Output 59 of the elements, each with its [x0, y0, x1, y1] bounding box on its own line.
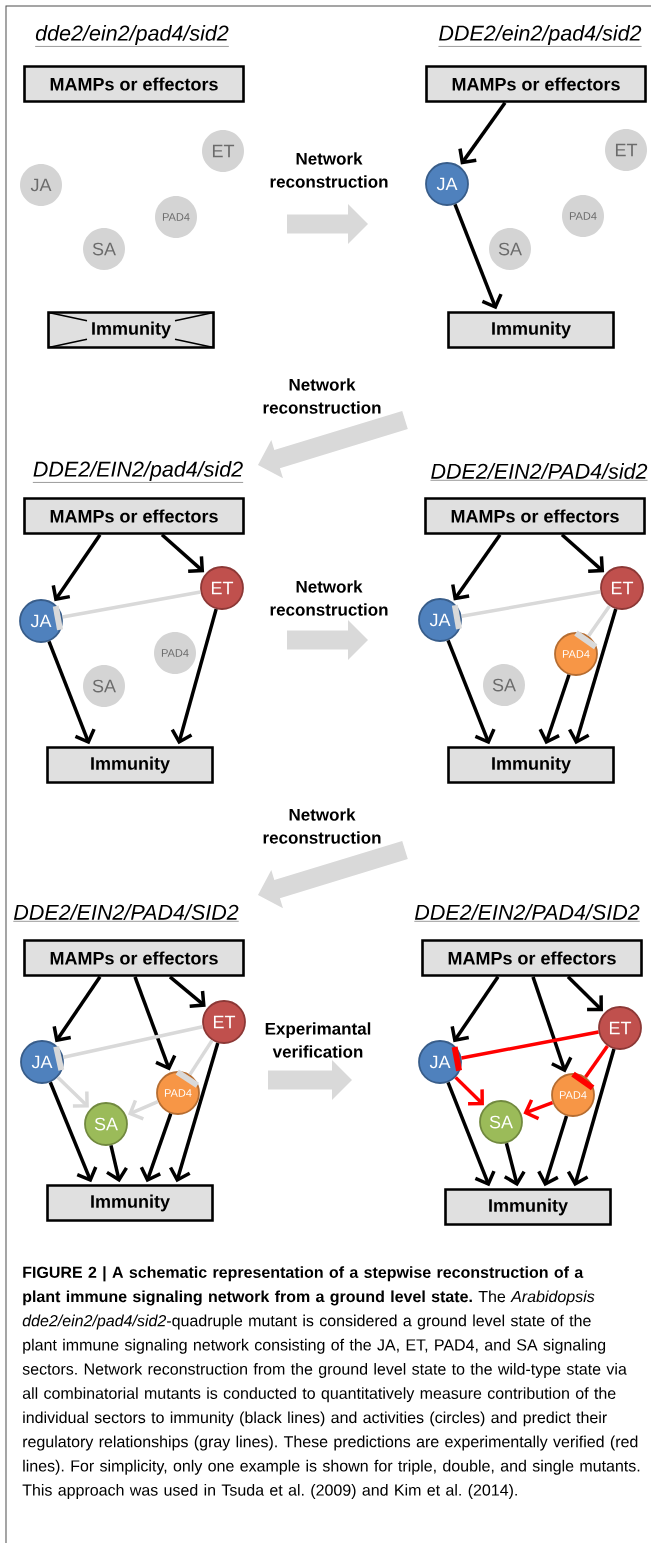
arrow	[523, 1099, 554, 1121]
genotype-title: DDE2/EIN2/PAD4/sid2	[430, 463, 648, 481]
arrow	[566, 1048, 616, 1187]
arrow	[51, 533, 102, 602]
arrow	[169, 1042, 220, 1183]
signal-box: MAMPs or effectors	[424, 497, 646, 535]
signal-box: MAMPs or effectors	[23, 497, 245, 535]
arrow	[446, 639, 496, 745]
arrow	[503, 1142, 526, 1187]
signal-box: Immunity	[46, 746, 214, 784]
arrow	[168, 975, 206, 1009]
signal-box: Immunity	[447, 746, 615, 784]
genotype-title: dde2/ein2/pad4/sid2	[34, 25, 230, 47]
arrow	[127, 1099, 159, 1121]
arrow	[453, 203, 503, 310]
arrow	[160, 533, 205, 574]
arrow	[458, 101, 507, 165]
arrow	[446, 1081, 496, 1187]
arrow	[106, 1144, 128, 1183]
step-label: Network reconstruction	[270, 580, 388, 616]
genotype-title: DDE2/ein2/pad4/sid2	[438, 25, 642, 47]
step-label: Network reconstruction	[263, 808, 381, 844]
inhibition-line	[52, 590, 201, 631]
step-label: Network reconstruction	[263, 378, 381, 414]
arrow	[170, 608, 218, 745]
inhibition-line	[53, 1025, 203, 1071]
inhibition-line	[574, 604, 611, 650]
arrow	[56, 1076, 89, 1108]
figure-caption: FIGURE 2 | A schematic representation of a stepwise reconstruction of a plant immune signaling network from a ground level state. The Arabidopsis dde2/ein2/pad4/sid2-quadruple mutant is considered a ground level state of the plant immune signaling network consisting of the JA, ET, PAD4, and SA signaling sectors. Network reconstruction from the ground level state to the wild-type state via all combinatorial mutants is conducted to quantitatively measure contribution of the individual sectors to immunity (black lines) and activities (circles) and predict their regulatory relationships (gray lines). These predictions are experimentally verified (red lines). For simplicity, only one example is shown for triple, double, and single mutants. This approach was used in Tsuda et al. (2009) and Kim et al. (2014).	[22, 1266, 640, 1499]
arrow	[560, 533, 605, 574]
signal-box: MAMPs or effectors	[23, 65, 245, 103]
inhibition-line	[571, 1044, 609, 1091]
signal-box: Immunity	[447, 311, 615, 349]
arrow	[566, 975, 603, 1012]
step-label: Experimantal verification	[265, 1022, 371, 1058]
signal-box: MAMPs or effectors	[421, 939, 643, 977]
arrow	[568, 608, 618, 745]
inhibition-line	[175, 1039, 214, 1088]
arrow	[454, 1076, 484, 1106]
signal-box: Immunity	[444, 1188, 612, 1226]
genotype-title: DDE2/EIN2/PAD4/SID2	[13, 904, 239, 922]
genotype-title: DDE2/EIN2/PAD4/SID2	[414, 904, 640, 922]
signal-box: MAMPs or effectors	[425, 65, 647, 103]
arrow	[531, 976, 573, 1073]
arrow	[47, 640, 96, 745]
inhibition-line	[451, 590, 601, 630]
arrow	[48, 1081, 98, 1183]
step-label: Network reconstruction	[270, 152, 388, 188]
crossed-out-box: Immunity	[47, 311, 215, 349]
signal-box: Immunity	[46, 1184, 214, 1222]
arrow	[451, 533, 502, 601]
arrow	[52, 975, 102, 1043]
arrow	[450, 975, 500, 1043]
arrow	[537, 1115, 569, 1187]
arrow	[538, 674, 571, 745]
arrow	[133, 976, 177, 1071]
inhibition-line	[451, 1030, 599, 1072]
arrow	[139, 1113, 173, 1183]
signal-box: MAMPs or effectors	[23, 939, 245, 977]
